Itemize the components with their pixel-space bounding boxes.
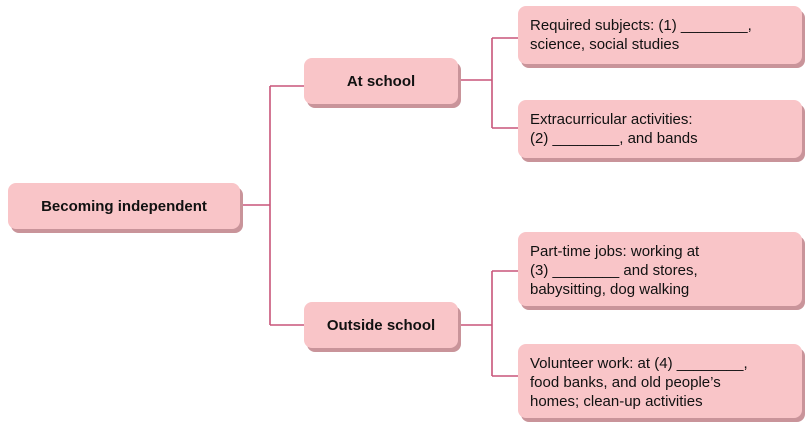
connector-at-school-to-leaves bbox=[458, 37, 518, 129]
leaf-line: babysitting, dog walking bbox=[530, 281, 690, 298]
leaf-line: Volunteer work: at (4) ________, bbox=[530, 355, 748, 372]
branch-at-school-label: At school bbox=[346, 72, 416, 90]
connector-root-to-branches bbox=[240, 85, 304, 326]
leaf-extracurricular: Extracurricular activities: (2) ________… bbox=[518, 100, 802, 158]
branch-outside-school-label: Outside school bbox=[326, 316, 436, 334]
leaf-line: (2) ________, and bands bbox=[530, 130, 698, 147]
leaf-volunteer-work: Volunteer work: at (4) ________, food ba… bbox=[518, 344, 802, 418]
leaf-line: science, social studies bbox=[530, 36, 680, 53]
leaf-line: Part-time jobs: working at bbox=[530, 243, 700, 260]
branch-at-school: At school bbox=[304, 58, 458, 104]
leaf-line: food banks, and old people’s bbox=[530, 374, 721, 391]
branch-outside-school: Outside school bbox=[304, 302, 458, 348]
connector-outside-school-to-leaves bbox=[458, 270, 518, 377]
leaf-required-subjects: Required subjects: (1) ________, science… bbox=[518, 6, 802, 64]
leaf-line: homes; clean-up activities bbox=[530, 393, 703, 410]
root-label: Becoming independent bbox=[41, 197, 207, 215]
leaf-part-time-jobs: Part-time jobs: working at (3) ________ … bbox=[518, 232, 802, 306]
root-node: Becoming independent bbox=[8, 183, 240, 229]
leaf-line: Required subjects: (1) ________, bbox=[530, 17, 752, 34]
leaf-line: (3) ________ and stores, bbox=[530, 262, 698, 279]
leaf-line: Extracurricular activities: bbox=[530, 111, 693, 128]
